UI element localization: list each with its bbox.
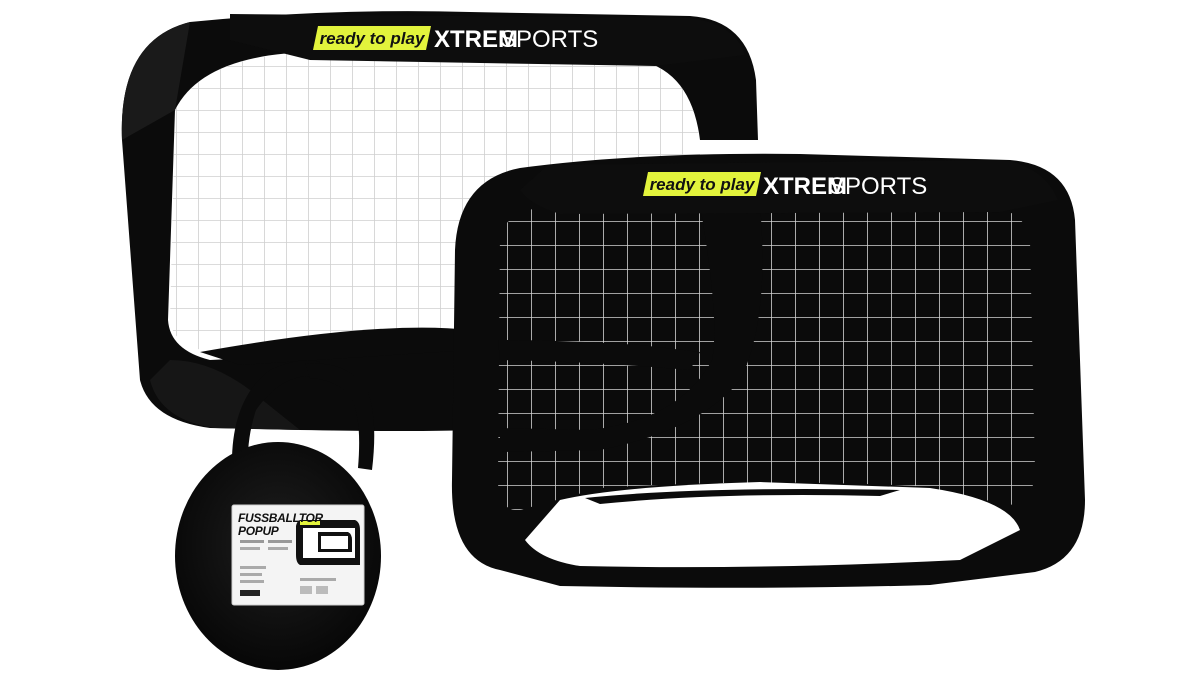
front-goal-tagline: ready to play: [650, 175, 756, 194]
front-goal-brand-bold: XTREM: [763, 173, 847, 200]
package-title-line2: POPUP: [238, 524, 279, 538]
front-goal-logo: ready to play XTREM SPORTS: [643, 172, 927, 200]
bag-handle-left: [231, 360, 320, 475]
package-title-line1: FUSSBALLTOR: [238, 511, 323, 525]
front-goal-brand-light: SPORTS: [829, 173, 927, 200]
carry-bag: [175, 360, 381, 670]
back-goal-logo: ready to play XTREM SPORTS: [313, 26, 598, 53]
front-goal: [451, 153, 1085, 588]
package-title: FUSSBALLTOR POPUP: [238, 511, 323, 538]
back-goal-tagline: ready to play: [320, 29, 426, 48]
bag-handle-right: [305, 363, 375, 470]
back-goal-brand-light: SPORTS: [500, 26, 598, 53]
back-goal-brand-bold: XTREM: [434, 26, 518, 53]
